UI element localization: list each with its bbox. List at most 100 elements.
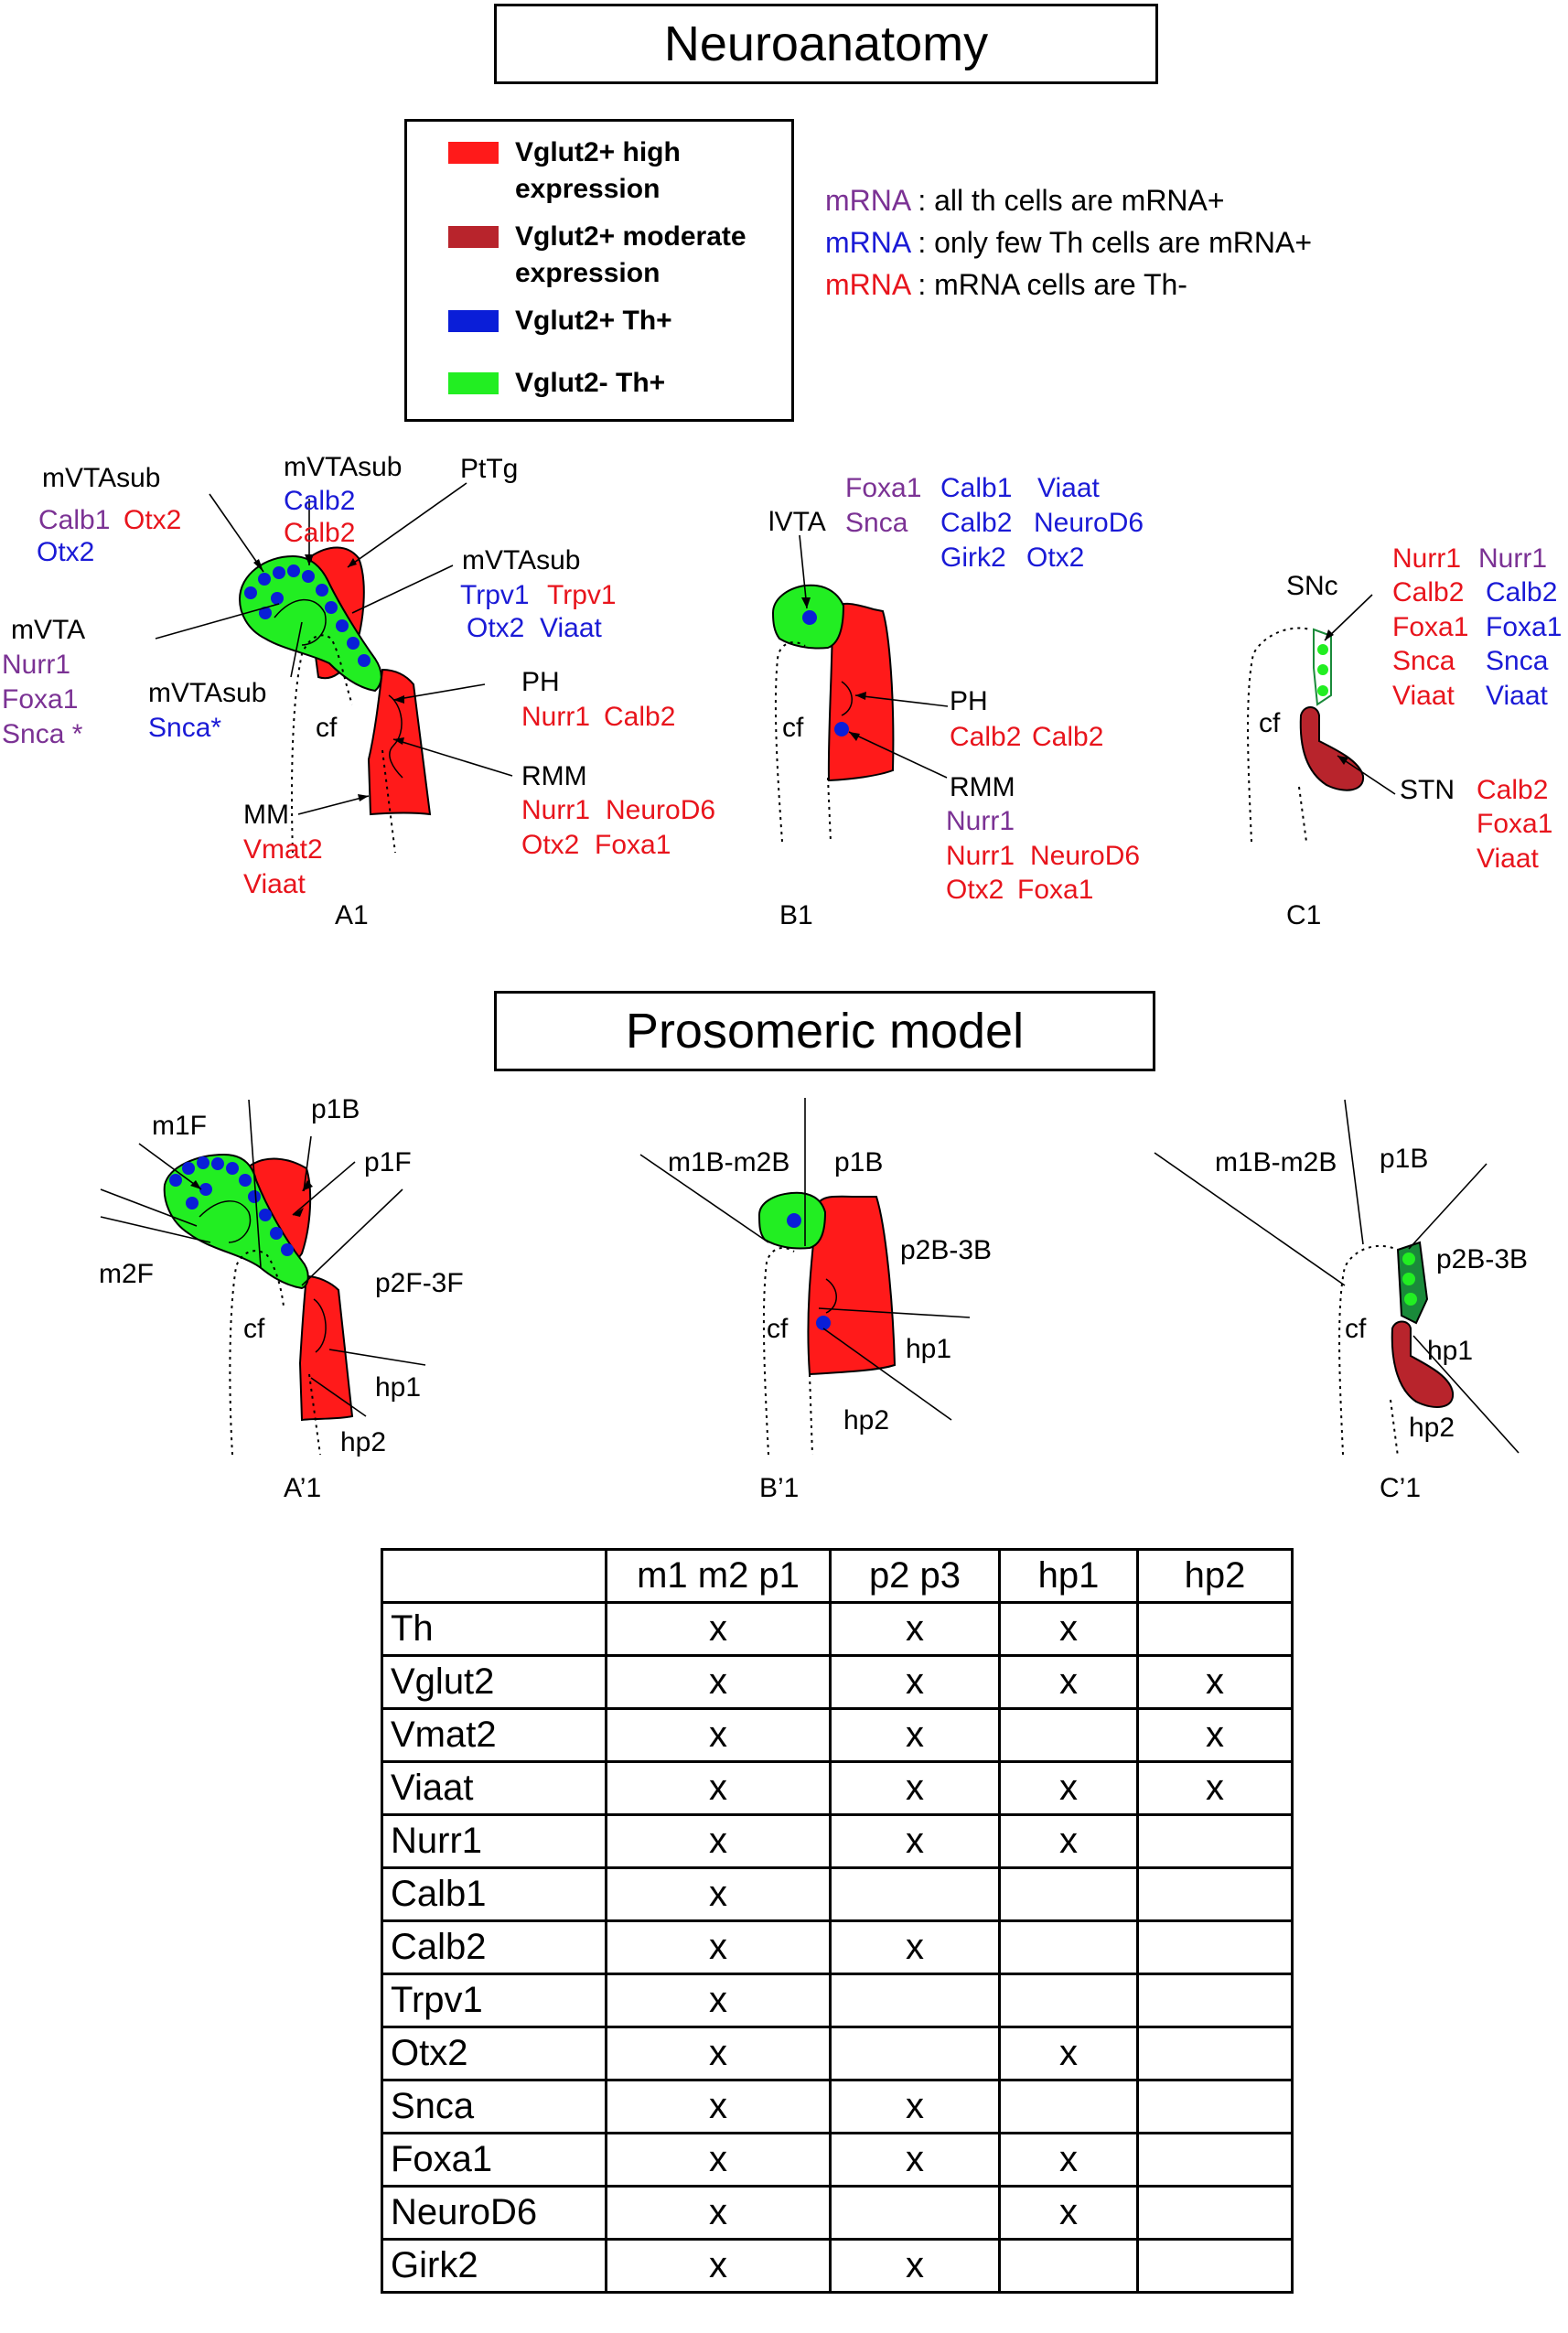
table-gene-cell: Girk2	[381, 2238, 607, 2294]
b1-gene: NeuroD6	[1034, 508, 1144, 538]
mrna-desc: : all th cells are mRNA+	[918, 184, 1225, 217]
table-mark-cell	[1136, 2079, 1294, 2134]
a1-gene: Calb2	[284, 486, 355, 516]
table-gene-cell: Nurr1	[381, 1813, 607, 1869]
table-mark-cell: x	[1136, 1654, 1294, 1710]
a1-gene: Otx2	[467, 613, 524, 643]
table-mark-cell: x	[605, 1866, 832, 1922]
b2-label-hp1: hp1	[906, 1334, 951, 1364]
mrna-desc: : mRNA cells are Th-	[918, 268, 1187, 301]
table-mark-cell: x	[998, 2185, 1139, 2241]
a1-gene: Trpv1	[460, 580, 530, 610]
table-mark-cell	[998, 2079, 1139, 2134]
table-mark-cell	[998, 1866, 1139, 1922]
table-mark-cell	[829, 2026, 1001, 2081]
mrna-desc: : only few Th cells are mRNA+	[918, 226, 1313, 259]
a2-boundary-lines	[100, 1099, 426, 1417]
b2-cf-outline	[809, 1373, 813, 1456]
c2-label-p1b: p1B	[1380, 1144, 1428, 1174]
b1-gene: Nurr1	[946, 806, 1015, 836]
table-mark-cell: x	[605, 1601, 832, 1657]
a1-label-mm: MM	[243, 800, 289, 830]
a2-cf-outline	[229, 1250, 285, 1456]
table-gene-cell: Calb2	[381, 1919, 607, 1975]
table-mark-cell: x	[605, 1707, 832, 1763]
a1-gene: Calb2	[604, 702, 675, 732]
c1-gene: Viaat	[1392, 681, 1455, 711]
table-gene-cell: Foxa1	[381, 2132, 607, 2188]
b1-blue-dot	[802, 610, 817, 625]
c1-gene: Viaat	[1477, 844, 1540, 874]
table-mark-cell	[1136, 2238, 1294, 2294]
a1-gene: Calb1	[38, 505, 110, 535]
a1-gene: Nurr1	[521, 702, 590, 732]
a2-blue-dots	[169, 1156, 294, 1256]
c1-gene: Calb2	[1477, 775, 1548, 805]
c2-green-dots	[1402, 1253, 1417, 1306]
a1-label-mvtasub-4: mVTAsub	[148, 678, 266, 708]
panel-a2: m1F p1B p1F m2F p2F-3F cf hp1 hp2 A’1	[99, 1094, 464, 1503]
table-gene-cell: NeuroD6	[381, 2185, 607, 2241]
c1-leader-lines	[1324, 594, 1396, 795]
table-mark-cell: x	[605, 1973, 832, 2028]
table-mark-cell: x	[605, 1654, 832, 1710]
legend-item-th-only: Vglut2- Th+	[448, 365, 789, 402]
a2-p1f-arrow	[292, 1161, 356, 1216]
table-mark-cell: x	[605, 2026, 832, 2081]
b1-arrowheads	[801, 597, 866, 741]
b1-gene: Otx2	[946, 875, 1004, 905]
table-mark-cell	[1136, 1866, 1294, 1922]
legend-swatch-vglut-th	[448, 310, 499, 332]
b1-gene: Snca	[845, 508, 908, 538]
c1-gene: Foxa1	[1486, 612, 1562, 642]
panel-b2: m1B-m2B p1B p2B-3B cf hp1 hp2 B’1	[639, 1098, 992, 1503]
a1-label-mvtasub-2: mVTAsub	[284, 452, 402, 482]
c1-gene: Foxa1	[1392, 612, 1468, 642]
table-mark-cell: x	[829, 2079, 1001, 2134]
b2-cf-outline	[762, 1247, 795, 1456]
table-mark-cell: x	[829, 1707, 1001, 1763]
b2-label-m1bm2b: m1B-m2B	[668, 1147, 789, 1177]
b1-gene: Calb2	[1032, 722, 1103, 752]
prosomeric-diagrams: m1F p1B p1F m2F p2F-3F cf hp1 hp2 A’1	[99, 1094, 1528, 1503]
c1-green-dots	[1317, 644, 1328, 696]
b1-panel-label: B1	[779, 900, 813, 930]
c1-gene: Foxa1	[1477, 809, 1552, 839]
mrna-key-row: mRNA : all th cells are mRNA+	[825, 179, 1312, 221]
c2-stn-region	[1391, 1320, 1455, 1408]
a2-label-p1b: p1B	[311, 1094, 360, 1124]
c1-cf-outline	[1298, 786, 1307, 843]
legend-swatch-high	[448, 142, 499, 164]
a1-gene: Nurr1	[2, 650, 70, 680]
b2-label-p1b: p1B	[834, 1147, 883, 1177]
a1-inner-line	[274, 598, 327, 646]
a2-label-m1f: m1F	[152, 1111, 207, 1141]
neuroanatomy-title: Neuroanatomy	[494, 4, 1158, 84]
mrna-key: mRNA : all th cells are mRNA+ mRNA : onl…	[825, 179, 1312, 306]
table-mark-cell: x	[998, 1601, 1139, 1657]
b2-blue-dot	[787, 1213, 801, 1228]
table-mark-cell	[829, 1866, 1001, 1922]
a2-cf-outline	[308, 1373, 321, 1456]
b2-boundary-lines	[639, 1098, 971, 1421]
b1-gene: Calb2	[950, 722, 1021, 752]
table-mark-cell: x	[998, 2132, 1139, 2188]
a1-gene: Otx2	[37, 537, 94, 567]
c1-gene: Viaat	[1486, 681, 1549, 711]
table-mark-cell	[998, 1707, 1139, 1763]
b1-label-ph: PH	[950, 686, 988, 716]
prosomeric-title: Prosomeric model	[494, 991, 1155, 1071]
table-mark-cell	[1136, 1919, 1294, 1975]
c2-cf-outline	[1338, 1245, 1399, 1456]
mrna-key-row: mRNA : only few Th cells are mRNA+	[825, 221, 1312, 263]
a1-vta-region	[238, 554, 382, 693]
